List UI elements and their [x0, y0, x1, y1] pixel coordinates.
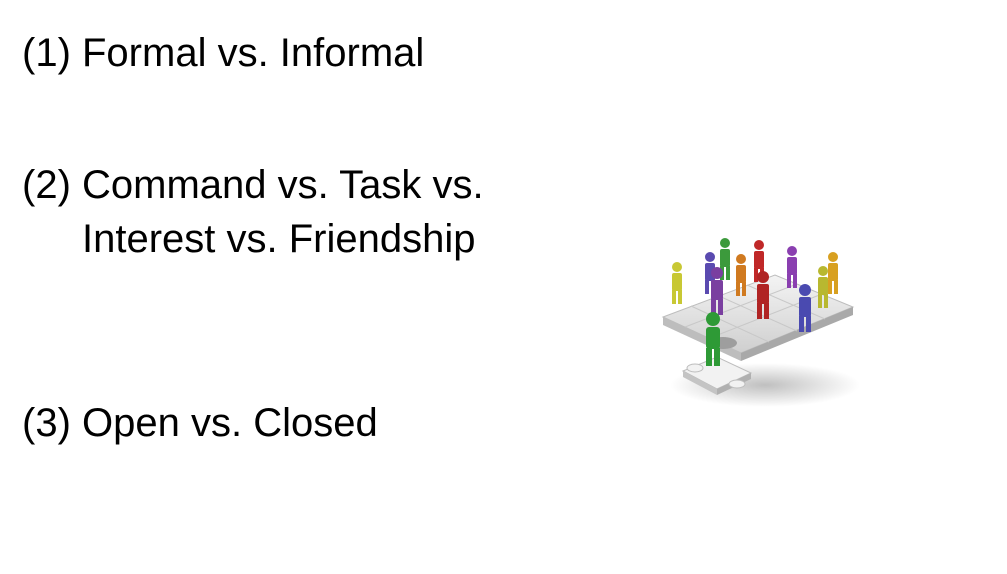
list-item-text: Command vs. Task vs. Interest vs. Friend… [82, 163, 484, 261]
people-on-puzzle-icon [661, 238, 860, 407]
list-item-text: Formal vs. Informal [82, 31, 425, 75]
list-item-text: Open vs. Closed [82, 401, 378, 445]
list-item-number: (2) [22, 163, 71, 207]
list-item-number: (1) [22, 31, 71, 75]
list-item-open-closed: (3) Open vs. Closed [22, 396, 552, 450]
list-item-command-task-interest-friendship: (2) Command vs. Task vs. Interest vs. Fr… [22, 158, 552, 266]
list-item-formal-informal: (1) Formal vs. Informal [22, 26, 552, 80]
list-item-number: (3) [22, 401, 71, 445]
